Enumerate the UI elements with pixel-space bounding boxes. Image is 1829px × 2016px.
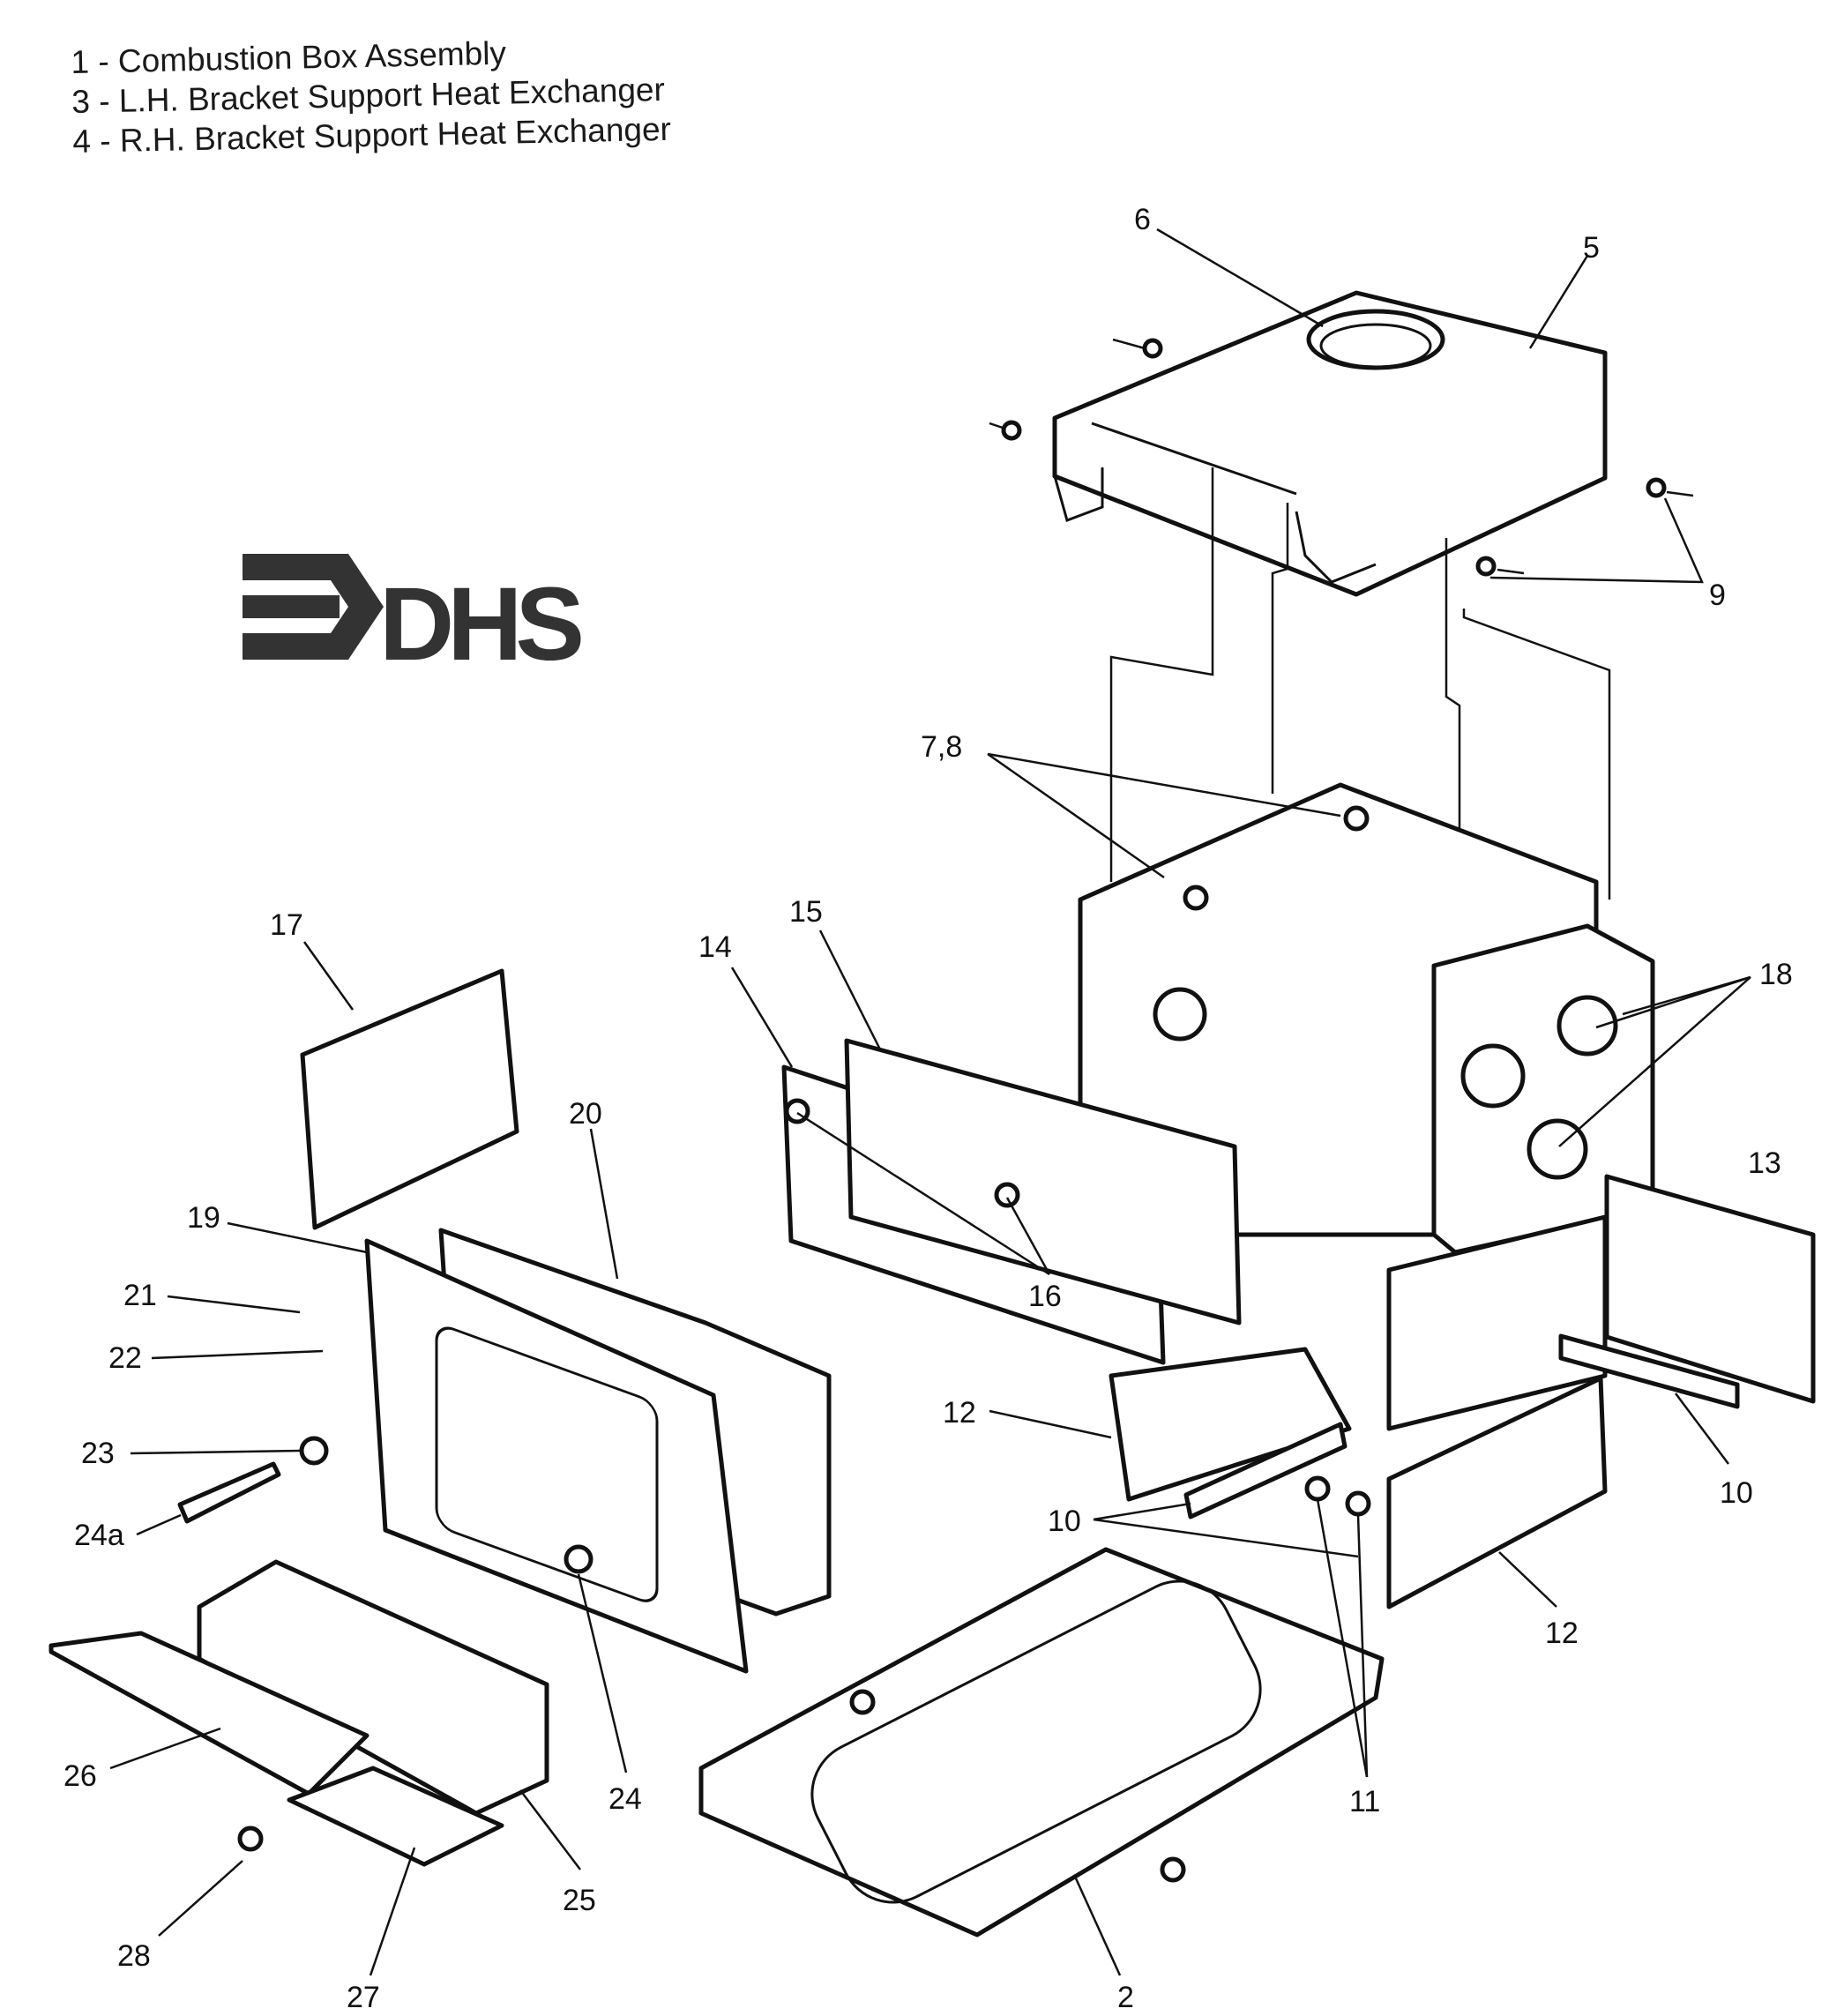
- callout-2: 2: [1117, 1981, 1134, 2014]
- callout-23: 23: [81, 1437, 115, 1470]
- callout-17: 17: [270, 908, 303, 942]
- callout-11: 11: [1349, 1785, 1380, 1818]
- rod-part-24a: [177, 1461, 281, 1524]
- plate-part-27: [287, 1766, 504, 1867]
- callout-26: 26: [63, 1759, 97, 1793]
- callout-20: 20: [569, 1097, 602, 1131]
- plate-part-26: [49, 1631, 370, 1796]
- callout-7-8: 7,8: [921, 730, 962, 764]
- callout-14: 14: [698, 930, 732, 964]
- callout-22: 22: [108, 1341, 142, 1375]
- rail-part-10-mid: [1183, 1422, 1347, 1519]
- refractory-block-part-12-right: [1386, 1376, 1608, 1609]
- hardware: [237, 805, 1371, 1883]
- callout-16: 16: [1028, 1280, 1062, 1313]
- callout-25: 25: [563, 1884, 596, 1917]
- callout-12-left: 12: [943, 1396, 976, 1430]
- top-cover-part-5: [989, 290, 1694, 597]
- dhs-logo: DHS: [243, 554, 588, 683]
- callout-19: 19: [187, 1201, 220, 1235]
- side-panel-part-17: [300, 968, 519, 1230]
- door-plate-part-19: [364, 1238, 749, 1674]
- rail-part-10: [1558, 1333, 1740, 1409]
- refractory-block-part-13: [1604, 1174, 1816, 1404]
- callout-10-mid: 10: [1048, 1505, 1081, 1538]
- callout-12-right: 12: [1545, 1617, 1579, 1650]
- callout-10-right: 10: [1720, 1476, 1753, 1510]
- combustion-box-part-1: [781, 782, 1655, 1431]
- callout-24: 24: [608, 1782, 642, 1816]
- callout-24a: 24a: [74, 1519, 124, 1552]
- callout-15: 15: [789, 895, 823, 929]
- callout-labels: 6 5 9 7,8 18 17 15 14 20 19 16 13 21 22 …: [63, 203, 1793, 2014]
- callout-18: 18: [1759, 958, 1793, 991]
- callout-6: 6: [1134, 203, 1151, 236]
- callout-5: 5: [1583, 231, 1600, 265]
- callout-9: 9: [1709, 579, 1726, 612]
- leader-lines: [109, 228, 1751, 1976]
- refractory-block-part-12-left: [1109, 1347, 1352, 1502]
- flue-collar-part-6: [1306, 309, 1445, 370]
- callout-13: 13: [1748, 1146, 1781, 1180]
- callout-21: 21: [123, 1279, 157, 1312]
- callout-27: 27: [347, 1981, 380, 2014]
- callout-28: 28: [117, 1939, 151, 1973]
- logo-text: DHS: [379, 566, 581, 683]
- base-pan-part-2: [698, 1547, 1385, 1938]
